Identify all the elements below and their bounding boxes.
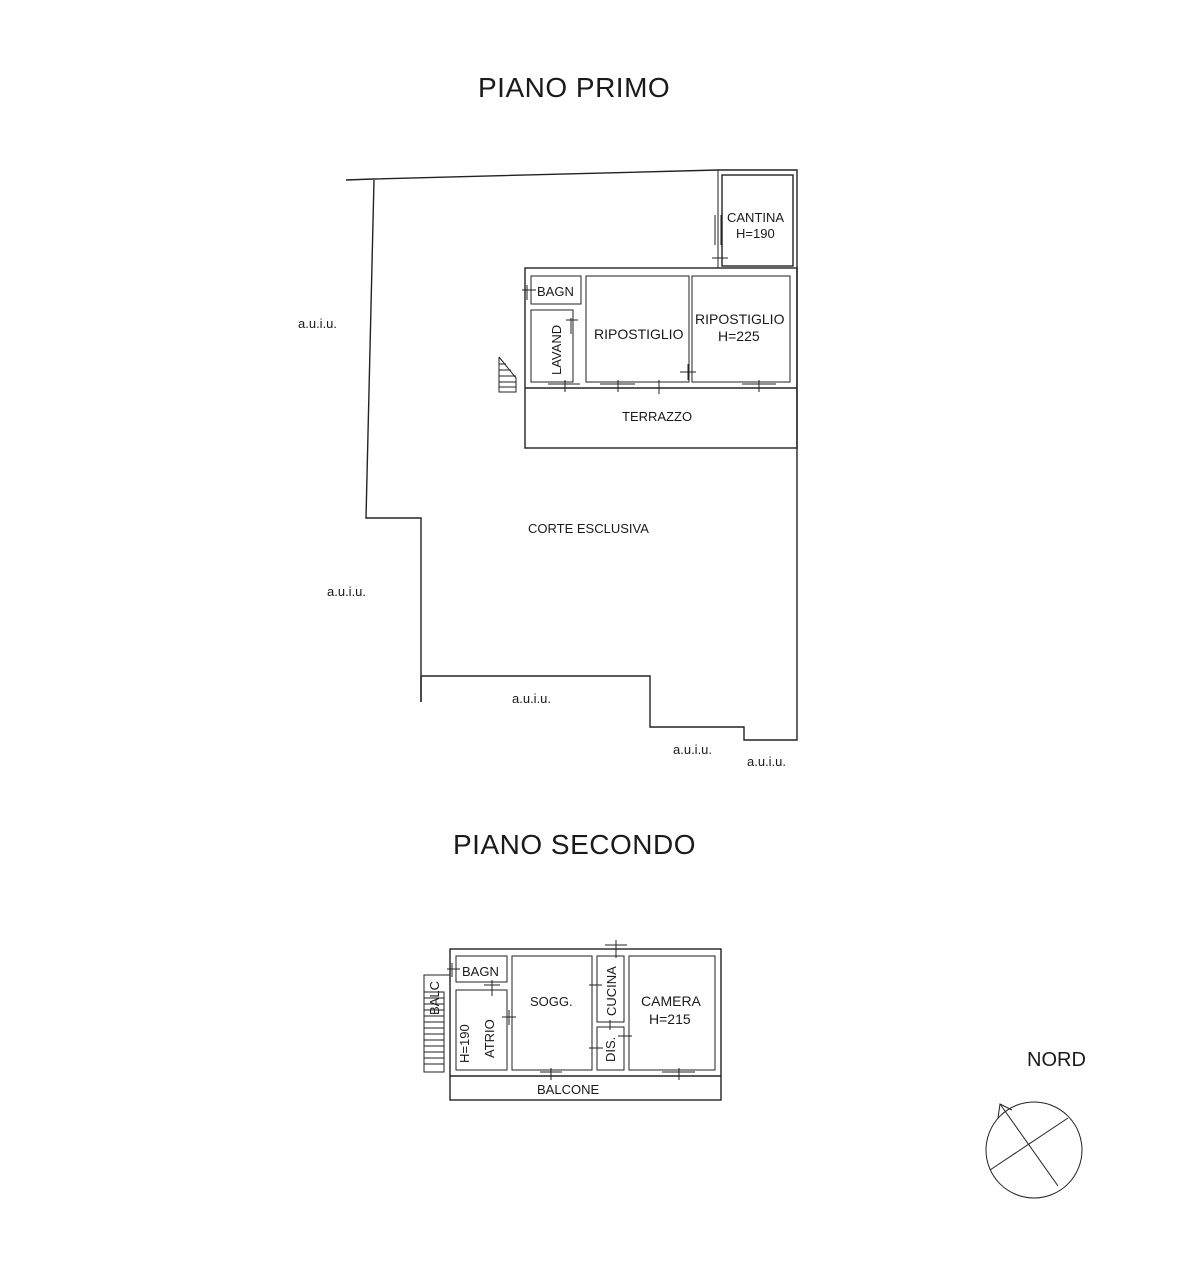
terrazzo-label: TERRAZZO bbox=[622, 409, 692, 424]
first-floor-plan: CANTINA H=190 BAGN LAVAND RIPOSTIGLIO RI… bbox=[298, 169, 798, 769]
camera-label: CAMERA bbox=[641, 993, 702, 1009]
cantina-height-label: H=190 bbox=[736, 226, 775, 241]
compass-circle bbox=[985, 1101, 1083, 1199]
bagno-label: BAGN bbox=[462, 964, 499, 979]
balc-label: BALC bbox=[427, 981, 442, 1015]
north-compass: NORD bbox=[985, 1049, 1086, 1199]
second-floor-title: PIANO SECONDO bbox=[453, 829, 696, 860]
neighbor-label: a.u.i.u. bbox=[327, 584, 366, 599]
soggiorno-label: SOGG. bbox=[530, 994, 573, 1009]
corte-label: CORTE ESCLUSIVA bbox=[528, 521, 649, 536]
compass-north-arrow bbox=[999, 1103, 1059, 1187]
cantina-room bbox=[721, 174, 794, 267]
ripostiglio-height-label: H=225 bbox=[718, 328, 760, 344]
atrio-room bbox=[455, 989, 508, 1071]
ripostiglio-label: RIPOSTIGLIO bbox=[695, 311, 785, 327]
external-staircase-symbol bbox=[423, 974, 450, 1073]
ripostiglio-room bbox=[585, 275, 690, 383]
ripostiglio-room bbox=[691, 275, 791, 383]
atrio-label: ATRIO bbox=[482, 1019, 497, 1058]
compass-cross-line bbox=[989, 1117, 1069, 1171]
neighbor-label: a.u.i.u. bbox=[673, 742, 712, 757]
second-floor-outline bbox=[449, 948, 722, 1101]
soggiorno-room bbox=[511, 955, 593, 1071]
neighbor-label: a.u.i.u. bbox=[512, 691, 551, 706]
bagno-label: BAGN bbox=[537, 284, 574, 299]
atrio-height-label: H=190 bbox=[457, 1024, 472, 1063]
cantina-label: CANTINA bbox=[727, 210, 784, 225]
ripostiglio-label: RIPOSTIGLIO bbox=[594, 326, 684, 342]
courtyard-boundary bbox=[345, 169, 798, 741]
camera-room bbox=[628, 955, 716, 1071]
lavanderia-label: LAVAND bbox=[549, 325, 564, 375]
second-floor-plan: BAGN SOGG. CUCINA CAMERA H=215 BALC H=19… bbox=[423, 940, 722, 1101]
neighbor-label: a.u.i.u. bbox=[298, 316, 337, 331]
disimpegno-label: DIS. bbox=[603, 1037, 618, 1062]
cucina-label: CUCINA bbox=[604, 966, 619, 1016]
first-floor-title: PIANO PRIMO bbox=[478, 72, 671, 103]
building-outline bbox=[524, 267, 798, 449]
lavanderia-room bbox=[530, 309, 574, 383]
neighbor-label: a.u.i.u. bbox=[747, 754, 786, 769]
compass-arrowhead bbox=[997, 1103, 1013, 1119]
balcone-label: BALCONE bbox=[537, 1082, 599, 1097]
staircase-symbol bbox=[498, 356, 517, 393]
camera-height-label: H=215 bbox=[649, 1011, 691, 1027]
compass-label: NORD bbox=[1027, 1049, 1086, 1071]
